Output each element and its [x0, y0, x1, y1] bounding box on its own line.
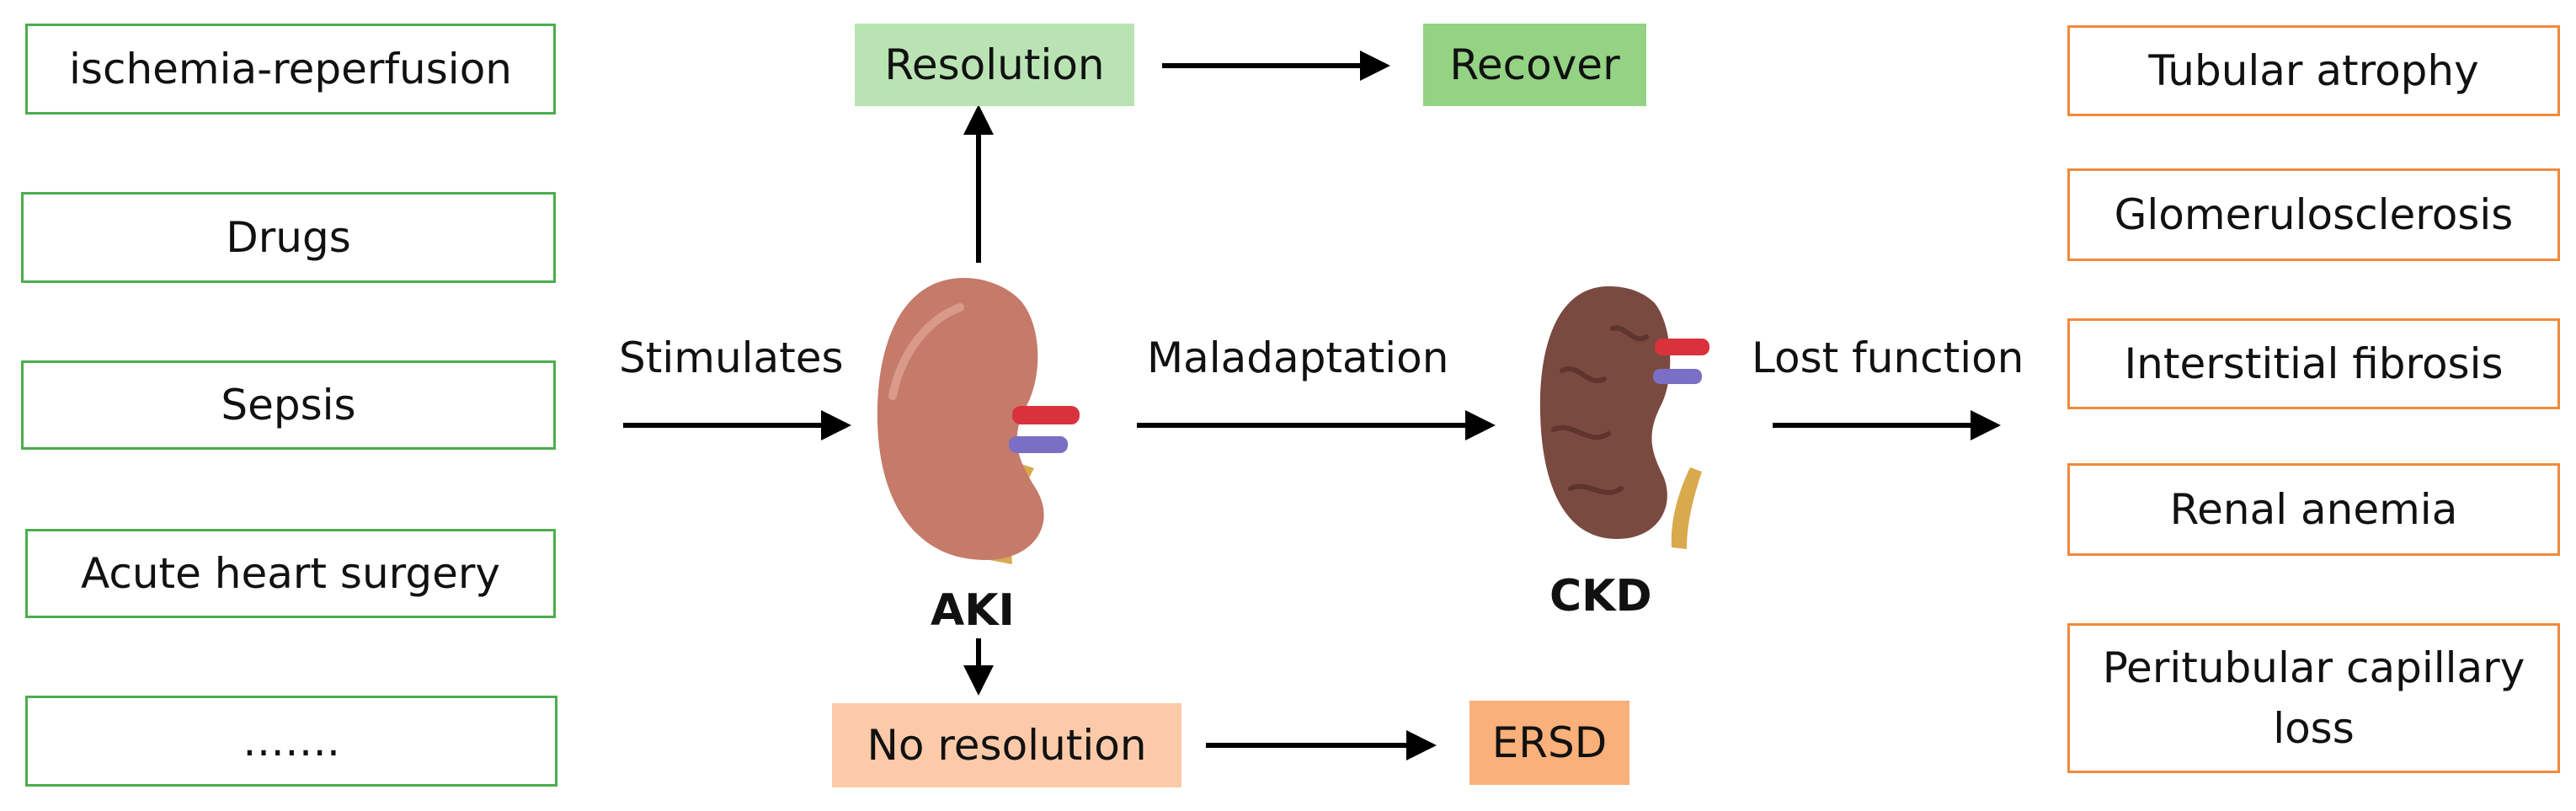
outcome-label: Tubular atrophy — [2148, 46, 2479, 95]
cause-ellipsis: ……. — [25, 696, 557, 787]
outcome-label: Glomerulosclerosis — [2114, 190, 2514, 239]
resolution-box: Resolution — [855, 24, 1134, 106]
no-resolution-box: No resolution — [832, 703, 1181, 787]
cause-acute-heart-surgery: Acute heart surgery — [25, 529, 556, 618]
cause-label: Sepsis — [221, 381, 356, 430]
cause-label: Drugs — [226, 213, 351, 262]
cause-sepsis: Sepsis — [21, 360, 556, 450]
outcome-label: Renal anemia — [2169, 485, 2458, 534]
outcome-peritubular-capillary-loss: Peritubular capillary loss — [2067, 623, 2560, 773]
maladaptation-label: Maladaptation — [1147, 333, 1449, 382]
stimulates-label: Stimulates — [619, 333, 844, 382]
recover-label: Recover — [1449, 40, 1620, 89]
cause-label: ……. — [243, 717, 340, 766]
outcome-label: Interstitial fibrosis — [2124, 339, 2504, 388]
cause-drugs: Drugs — [21, 192, 556, 283]
outcome-glomerulosclerosis: Glomerulosclerosis — [2067, 168, 2560, 261]
outcome-tubular-atrophy: Tubular atrophy — [2067, 25, 2560, 116]
aki-label: AKI — [931, 585, 1015, 636]
outcome-interstitial-fibrosis: Interstitial fibrosis — [2067, 318, 2560, 409]
ersd-label: ERSD — [1491, 718, 1608, 767]
cause-label: Acute heart surgery — [81, 549, 500, 598]
cause-label: ischemia-reperfusion — [69, 45, 512, 93]
no-resolution-label: No resolution — [867, 721, 1147, 770]
ckd-label: CKD — [1549, 571, 1652, 622]
outcome-label: Peritubular capillary loss — [2102, 643, 2525, 753]
recover-box: Recover — [1423, 24, 1646, 106]
resolution-label: Resolution — [884, 40, 1105, 89]
ersd-box: ERSD — [1469, 701, 1629, 785]
outcome-renal-anemia: Renal anemia — [2067, 463, 2560, 556]
lost-function-label: Lost function — [1752, 333, 2024, 382]
cause-ischemia-reperfusion: ischemia-reperfusion — [25, 24, 556, 115]
aki-kidney-icon — [877, 278, 1080, 564]
ckd-kidney-icon — [1539, 286, 1709, 549]
